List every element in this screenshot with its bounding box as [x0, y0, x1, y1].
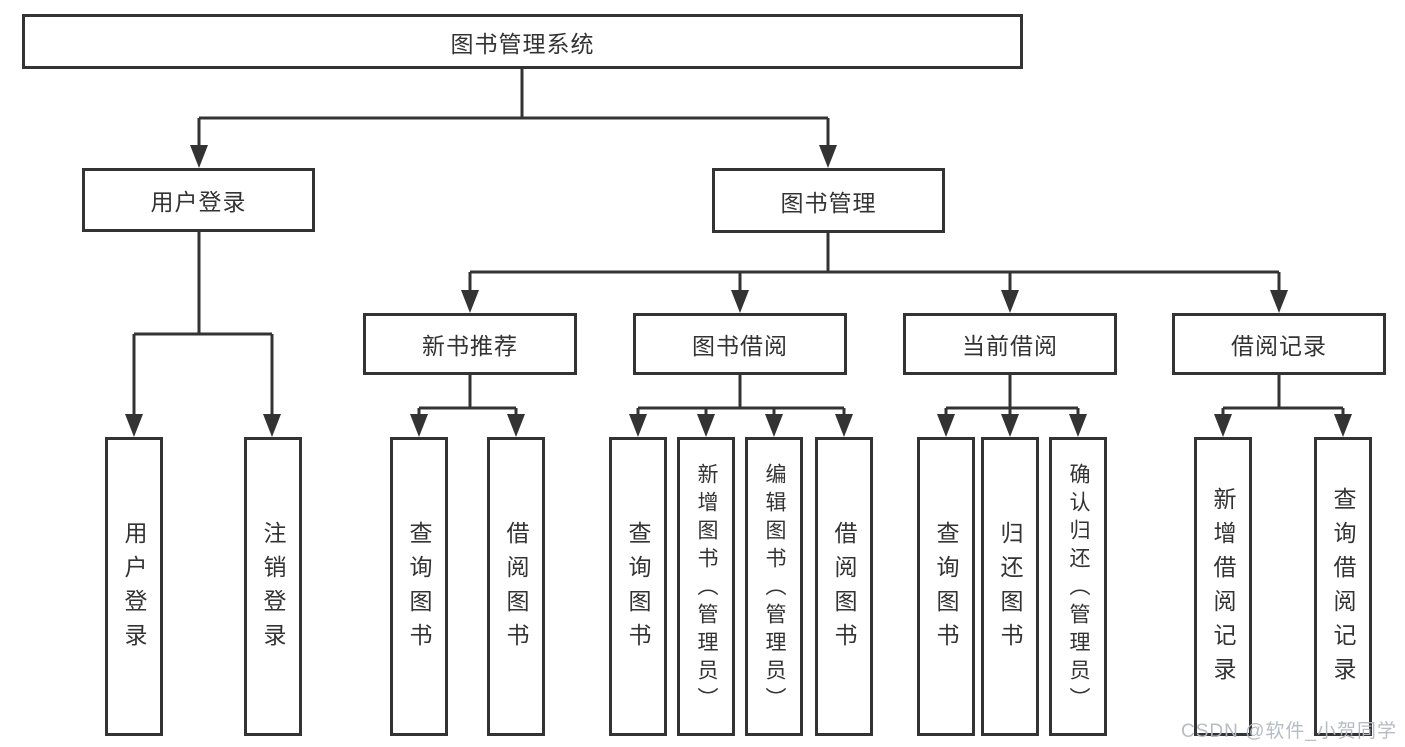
- node-library-system-root: 图书管理系统: [22, 14, 1023, 69]
- node-book-borrowing: 图书借阅: [633, 313, 847, 375]
- node-borrow-records: 借阅记录: [1172, 313, 1386, 375]
- connector-segments: [132, 69, 1345, 416]
- node-new-book-recommend: 新书推荐: [363, 313, 577, 375]
- leaf-add-borrow-record: 新增借阅记录: [1194, 437, 1252, 736]
- leaf-add-books-admin: 新增图书（管理员）: [677, 437, 735, 736]
- leaf-user-login: 用户登录: [105, 437, 163, 736]
- leaf-query-borrow-record: 查询借阅记录: [1314, 437, 1372, 736]
- leaf-edit-books-admin: 编辑图书（管理员）: [745, 437, 803, 736]
- leaf-query-books-newbook: 查询图书: [390, 437, 448, 736]
- leaf-borrow-books: 借阅图书: [815, 437, 873, 736]
- node-book-management: 图书管理: [712, 168, 945, 233]
- node-user-login: 用户登录: [82, 168, 315, 232]
- arrowhead-icons: [125, 145, 1352, 437]
- node-current-borrowing: 当前借阅: [903, 313, 1117, 375]
- leaf-query-books-borrow: 查询图书: [609, 437, 667, 736]
- leaf-borrow-books-newbook: 借阅图书: [487, 437, 545, 736]
- leaf-query-books-current: 查询图书: [917, 437, 975, 736]
- leaf-return-books: 归还图书: [981, 437, 1039, 736]
- leaf-confirm-return-admin: 确认归还（管理员）: [1049, 437, 1107, 736]
- csdn-watermark: CSDN @软件_小贺同学: [1181, 721, 1397, 742]
- leaf-logout: 注销登录: [244, 437, 302, 736]
